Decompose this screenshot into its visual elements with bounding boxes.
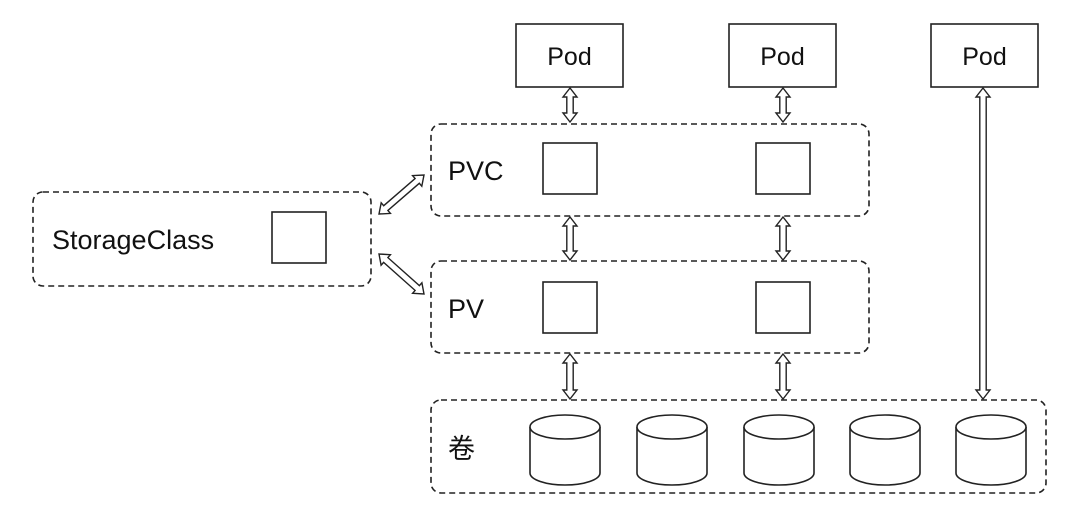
pv-group: PV [430,260,870,354]
volume-cylinder-icon [849,414,921,486]
pod-3: Pod [930,23,1039,88]
pvc-label: PVC [448,156,504,186]
pvc-object-2 [755,142,811,195]
pod1-pvc-arrow-icon [561,86,579,124]
pod2-pvc-arrow-icon [774,86,792,124]
volume-cylinder-icon [529,414,601,486]
volumes-group: 卷 [430,399,1047,494]
volume-cylinder-icon [743,414,815,486]
pv-object-1 [542,281,598,334]
volume-cylinder-icon [636,414,708,486]
pod-2: Pod [728,23,837,88]
storageclass-group: StorageClass [32,191,372,287]
pv1-volume-arrow-icon [561,352,579,401]
volume-icons [529,414,1027,486]
pv2-volume-arrow-icon [774,352,792,401]
pvc-group: PVC [430,123,870,217]
pod-2-label: Pod [760,43,804,71]
storageclass-object [271,211,327,264]
volumes-label: 卷 [448,434,475,464]
storageclass-pv-arrow-icon [378,253,425,295]
pod-3-label: Pod [962,43,1006,71]
connectors [378,86,992,401]
pv-label: PV [448,294,484,324]
storageclass-label: StorageClass [52,225,214,255]
pod-1: Pod [515,23,624,88]
pv-object-2 [755,281,811,334]
pvc1-pv-arrow-icon [561,215,579,262]
volume-cylinder-icon [955,414,1027,486]
pod-1-label: Pod [547,43,591,71]
pvc-object-1 [542,142,598,195]
storageclass-pvc-arrow-icon [378,174,425,215]
pvc2-pv-arrow-icon [774,215,792,262]
pod3-volume-arrow-icon [974,86,992,401]
